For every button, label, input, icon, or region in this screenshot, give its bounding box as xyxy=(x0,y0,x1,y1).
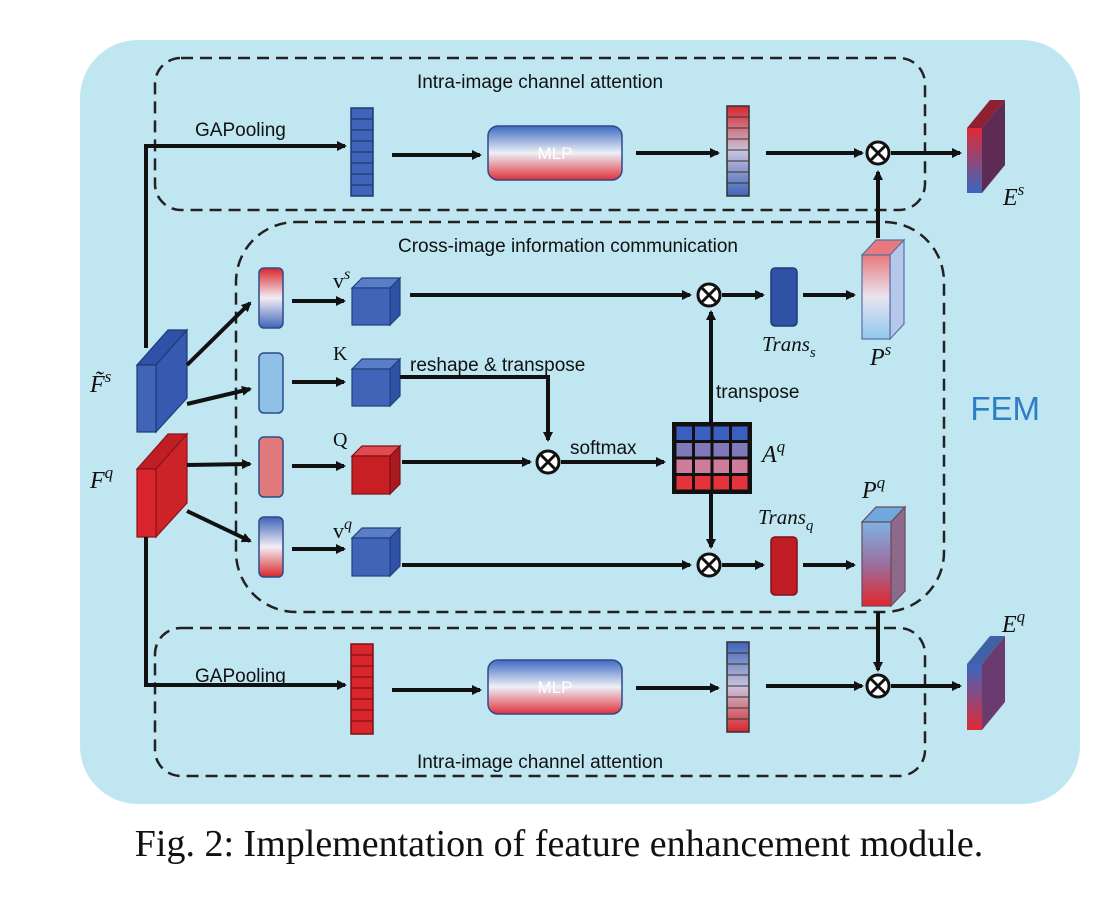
fs-to-k-arrow xyxy=(186,385,252,406)
vs-projection xyxy=(258,267,284,329)
transpose-label: transpose xyxy=(716,382,799,403)
fq-to-gapool-arrow xyxy=(144,537,347,690)
k-cube xyxy=(350,357,402,408)
figure-caption: Fig. 2: Implementation of feature enhanc… xyxy=(134,823,984,865)
k-reshape-arrow xyxy=(400,375,553,442)
fem-label: FEM xyxy=(970,390,1040,427)
vq-label: vq xyxy=(333,516,352,543)
eq-output-feature xyxy=(967,636,1005,730)
attention-cell xyxy=(732,443,748,457)
top-intra-block xyxy=(153,56,927,212)
top-pooled-vector xyxy=(350,107,374,197)
fq-to-vq-arrow xyxy=(186,509,252,543)
attention-label: Aq xyxy=(760,437,786,468)
attention-cell xyxy=(713,459,729,473)
top-mlp-box: MLP xyxy=(487,125,623,181)
cross-block-title: Cross-image information communication xyxy=(398,236,738,257)
fq-label: Fq xyxy=(89,463,114,494)
bottom-pooled-vector xyxy=(350,643,374,735)
attention-cell xyxy=(732,459,748,473)
q-cube xyxy=(350,444,402,496)
trans-s-block xyxy=(770,267,798,327)
k-projection xyxy=(258,352,284,414)
attention-cell xyxy=(695,443,711,457)
pq-feature xyxy=(860,505,907,608)
attention-cell xyxy=(676,443,692,457)
bottom-intra-block xyxy=(153,626,927,778)
attention-cell xyxy=(732,476,748,490)
bottom-gapooling-label: GAPooling xyxy=(195,666,286,687)
attention-cell xyxy=(676,426,692,440)
fq-to-q-arrow xyxy=(186,459,252,470)
reshape-label: reshape & transpose xyxy=(410,355,585,376)
trans-q-label: Transq xyxy=(758,505,814,534)
bottom-block-title: Intra-image channel attention xyxy=(417,752,663,773)
attention-cell xyxy=(732,426,748,440)
bottom-channel-weights xyxy=(726,641,750,733)
fs-to-gapool-arrow xyxy=(144,141,347,348)
attention-cell xyxy=(713,443,729,457)
vq-cube xyxy=(350,526,402,578)
diagram-canvas: FEM Intra-image channel attention Cross-… xyxy=(80,40,1080,804)
attention-cell xyxy=(676,459,692,473)
trans-s-label: Transs xyxy=(762,332,816,361)
attention-cell xyxy=(695,476,711,490)
ps-label: Ps xyxy=(869,340,892,371)
trans-q-block xyxy=(770,536,798,596)
bottom-mlp-label: MLP xyxy=(538,678,573,697)
vq-projection xyxy=(258,516,284,578)
k-label: K xyxy=(333,343,348,365)
top-gapooling-label: GAPooling xyxy=(195,120,286,141)
eq-label: Eq xyxy=(1001,607,1026,638)
attention-cell xyxy=(676,476,692,490)
vs-cube xyxy=(350,276,402,327)
top-block-title: Intra-image channel attention xyxy=(417,72,663,93)
q-label: Q xyxy=(333,429,348,451)
cross-image-block xyxy=(234,220,946,614)
attention-cell xyxy=(695,426,711,440)
es-output-feature xyxy=(967,100,1005,193)
fs-input-feature xyxy=(135,328,189,434)
ps-feature xyxy=(860,238,906,341)
fs-label: F̃s xyxy=(89,367,112,398)
fq-input-feature xyxy=(135,432,189,539)
attention-cell xyxy=(713,426,729,440)
bottom-mlp-box: MLP xyxy=(487,659,623,715)
vs-label: vs xyxy=(333,266,350,293)
attention-cell xyxy=(695,459,711,473)
softmax-label: softmax xyxy=(570,438,637,459)
es-label: Es xyxy=(1002,180,1025,211)
q-projection xyxy=(258,436,284,498)
pq-label: Pq xyxy=(861,473,886,504)
fs-to-vs-arrow xyxy=(185,301,252,367)
attention-cell xyxy=(713,476,729,490)
attention-matrix xyxy=(672,422,752,494)
top-channel-weights xyxy=(726,105,750,197)
top-mlp-label: MLP xyxy=(538,144,573,163)
